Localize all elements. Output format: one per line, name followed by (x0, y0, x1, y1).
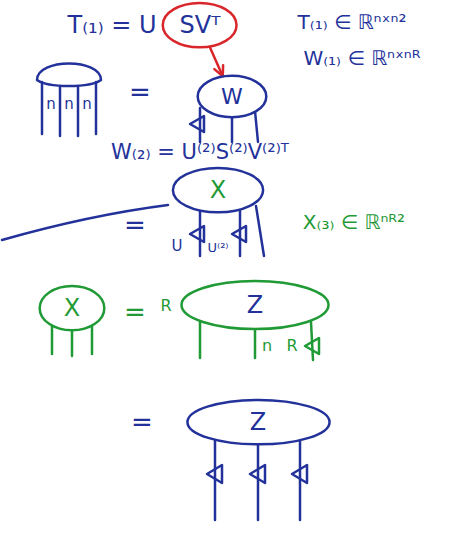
tensor-leg (199, 108, 202, 142)
factor-triangle (292, 465, 307, 483)
node-text: W (221, 85, 243, 109)
equals-sign: = (124, 211, 146, 240)
dimension-note: T₍₁₎ ∈ ℝⁿˣⁿ² (298, 11, 407, 33)
factor-label: U (172, 238, 183, 255)
tensor-leg (239, 211, 242, 256)
tensor-leg (231, 115, 234, 142)
node-text: X (64, 295, 80, 321)
equation: W₍₂₎ = U⁽²⁾S⁽²⁾V⁽²⁾ᵀ (111, 141, 289, 164)
factor-triangle (207, 465, 222, 483)
factor-triangle (232, 226, 246, 242)
equals-sign: = (131, 408, 153, 437)
connector-line (210, 47, 223, 76)
tensor-leg (71, 328, 74, 356)
tensor-leg (41, 82, 44, 134)
tensor-node: W (197, 75, 267, 118)
node-text: SVᵀ (180, 12, 221, 38)
tensor-leg (77, 86, 80, 136)
leg-label: n (262, 337, 272, 355)
factor-triangle (305, 338, 319, 354)
tensor-leg (254, 330, 257, 358)
connector-arrow (210, 47, 223, 76)
tensor-leg (51, 324, 54, 354)
pointer-curve (2, 205, 168, 240)
leg-label: R (286, 337, 297, 355)
arrow-head (214, 65, 223, 76)
dimension-note: W₍₁₎ ∈ ℝⁿˣⁿᴿ (303, 47, 420, 69)
factor-triangle (190, 116, 204, 132)
tensor-blob (37, 64, 101, 87)
leg-label: n (64, 96, 74, 113)
tensor-leg (256, 206, 264, 256)
tensor-leg (95, 82, 98, 134)
tensor-leg (199, 322, 202, 358)
leg-label: R (160, 297, 171, 315)
equals-sign: = (129, 78, 151, 107)
highlight-circle: SVᵀ (162, 2, 237, 48)
factor-label: U⁽²⁾ (207, 241, 228, 255)
tensor-leg (255, 111, 258, 142)
dimension-note: X₍₃₎ ∈ ℝⁿᴿ² (303, 211, 405, 233)
tensor-node: Z (180, 280, 330, 330)
node-text: X (210, 177, 226, 203)
tensor-leg (91, 324, 94, 354)
tensor-leg (59, 86, 62, 136)
factor-triangle (190, 226, 204, 242)
tensor-leg (199, 210, 202, 256)
equals-sign: = (124, 298, 146, 327)
leg-label: n (46, 96, 56, 113)
equation: T₍₁₎ = U (67, 12, 156, 38)
tensor-node: X (39, 285, 105, 331)
node-text: Z (250, 409, 266, 435)
tensor-node: Z (186, 399, 331, 445)
node-text: Z (247, 292, 263, 318)
tensor-node: X (172, 167, 264, 213)
leg-label: n (82, 96, 92, 113)
factor-triangle (250, 465, 265, 483)
